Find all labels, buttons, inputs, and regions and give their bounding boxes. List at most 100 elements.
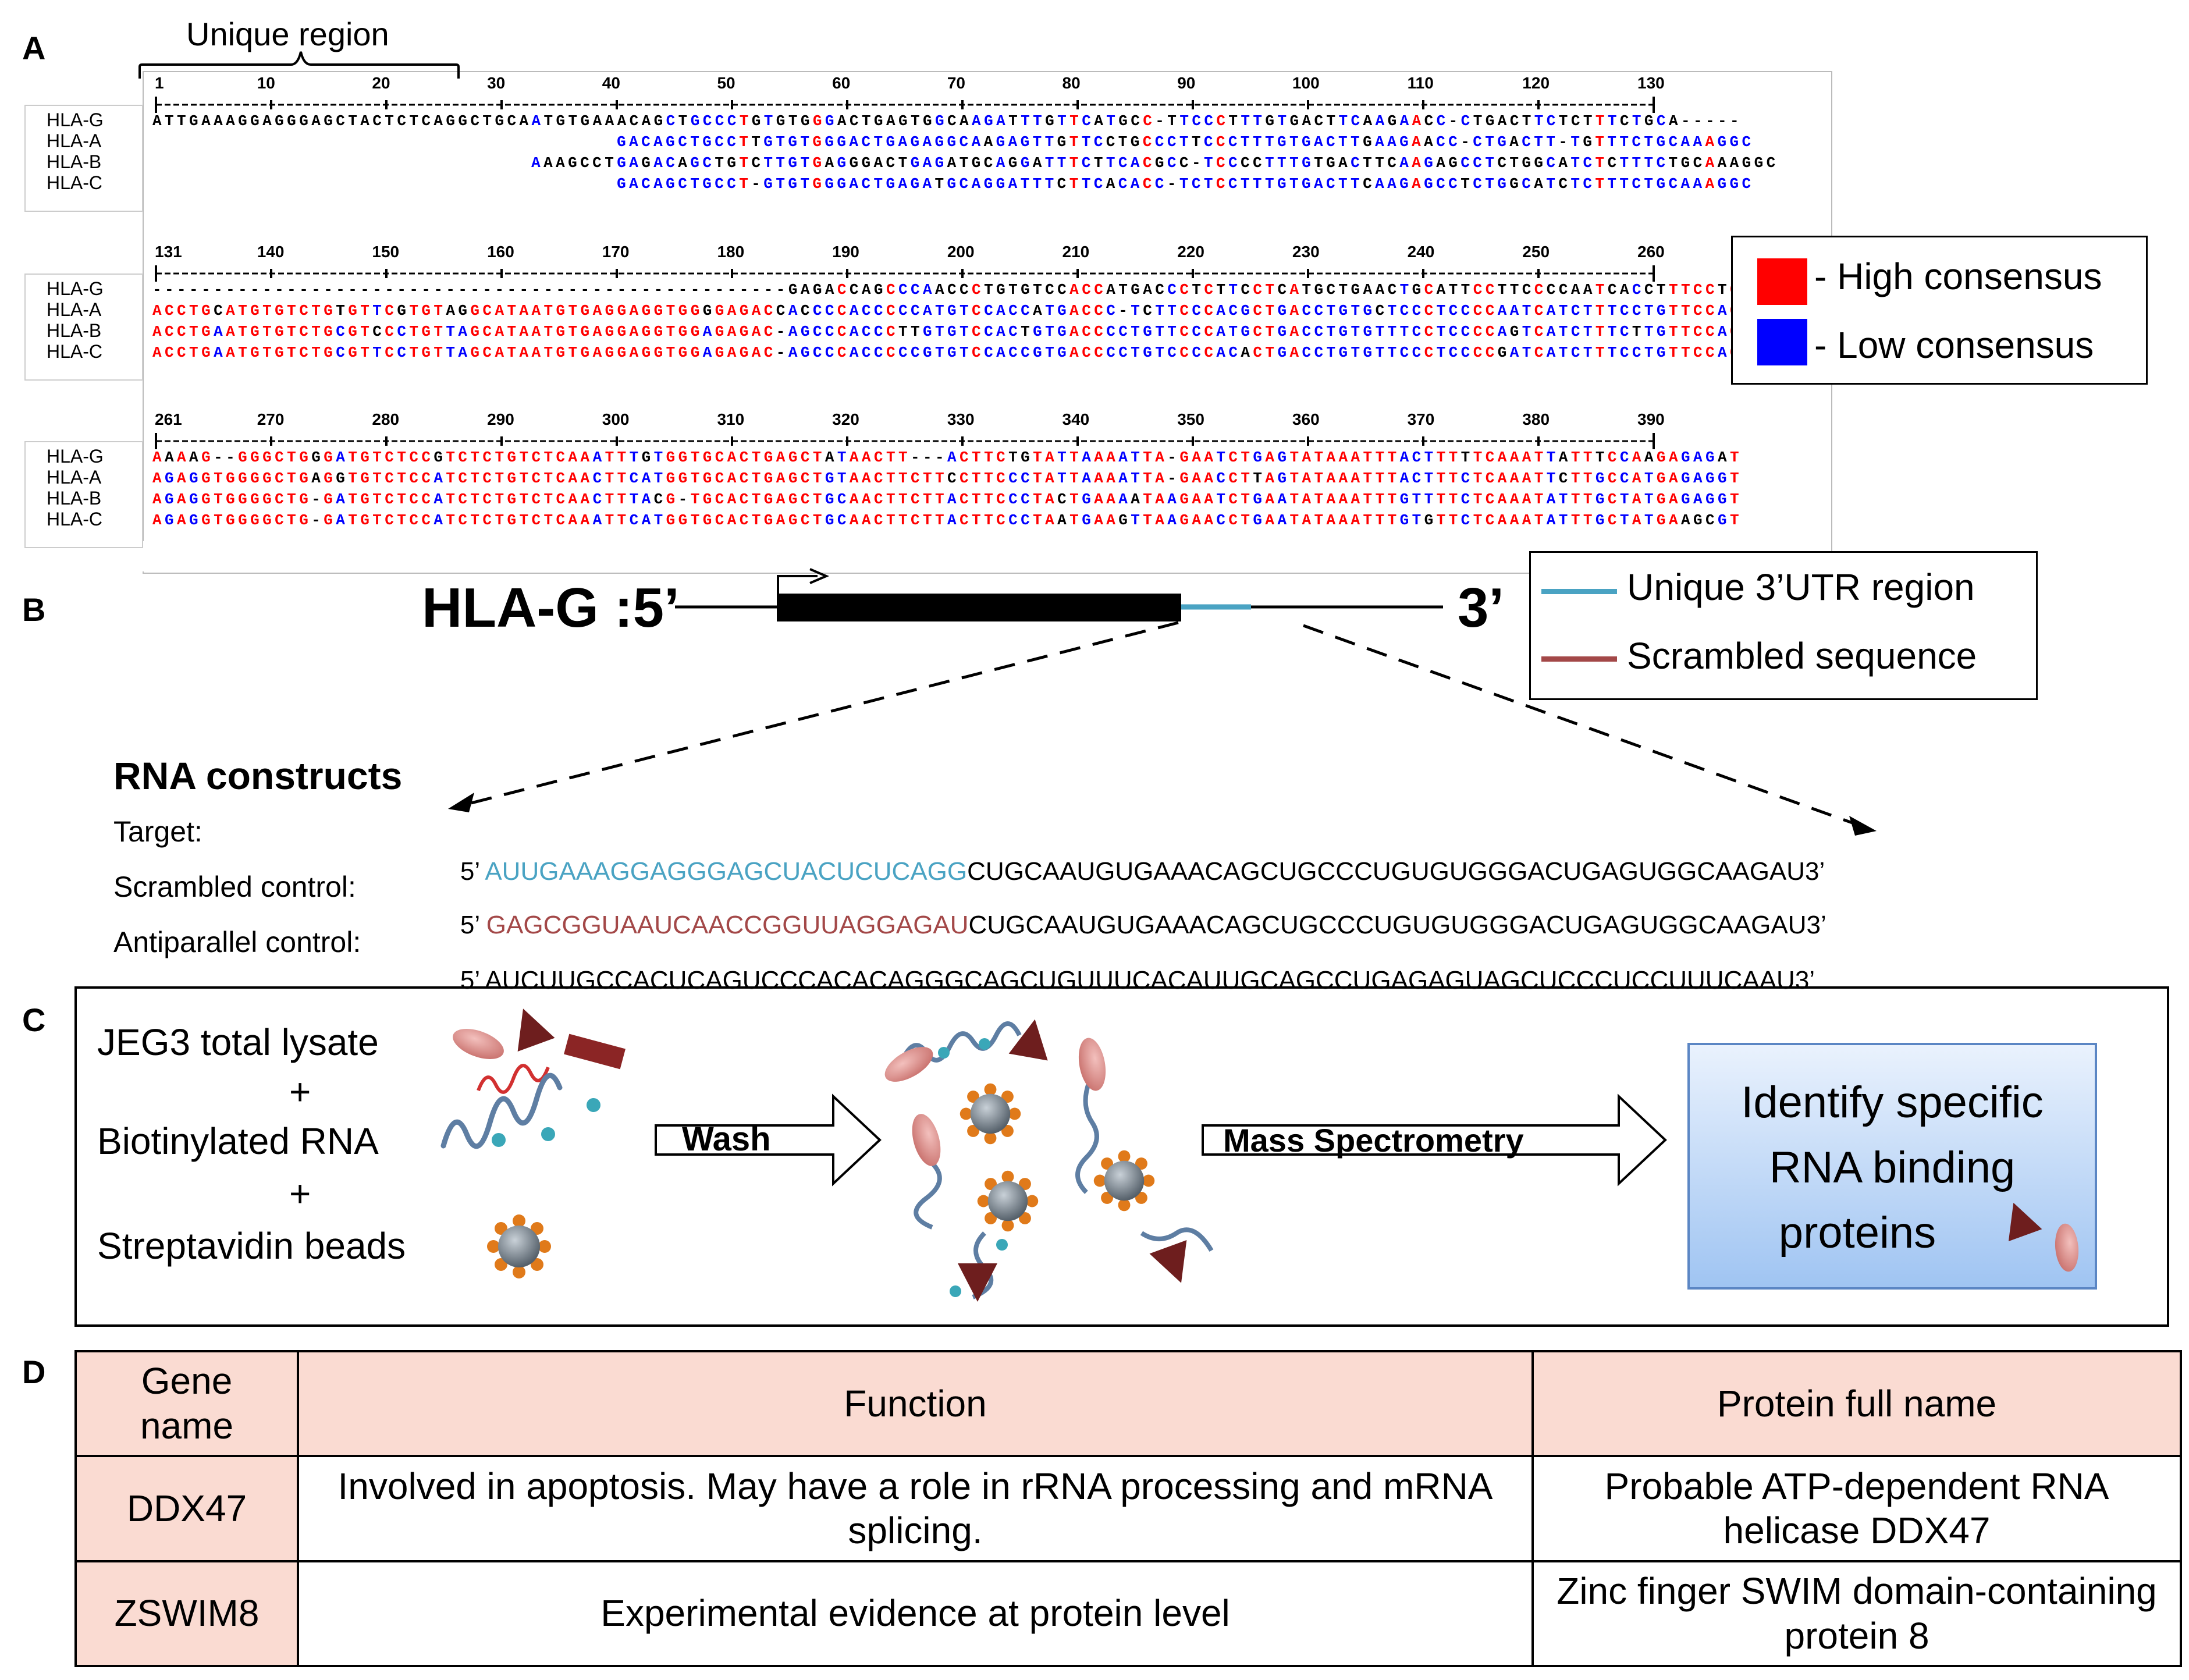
alignment-name-box (24, 105, 143, 212)
low-consensus-label: - Low consensus (1814, 324, 2094, 366)
sequence-name: HLA-C (47, 172, 103, 193)
result-box (1687, 1043, 2097, 1290)
result-text: Identify specific RNA binding proteins (1741, 1078, 2044, 1258)
biotinylated-rna-icon (440, 1072, 600, 1149)
ruler-tick-label: 270 (257, 410, 285, 428)
rna-bead-complexes (879, 1015, 1214, 1302)
ruler-tick-label: 180 (717, 243, 745, 261)
ruler-tick-label: 390 (1637, 410, 1665, 428)
unique-utr-label: Unique 3’UTR region (1627, 566, 1975, 608)
ruler-tick-label: 10 (257, 74, 275, 92)
wash-label: Wash (682, 1120, 771, 1158)
high-consensus-swatch (1757, 258, 1807, 305)
protein-cell: Probable ATP-dependent RNA helicase DDX4… (1531, 1455, 2182, 1562)
plus-1: + (289, 1071, 311, 1113)
streptavidin-bead-icon (487, 1214, 551, 1278)
gene-label: HLA-G :5’ (422, 577, 680, 639)
panel-label-c: C (22, 1001, 46, 1038)
ruler-tick-label: 120 (1522, 74, 1550, 92)
ruler-tick-label: 300 (602, 410, 630, 428)
construct-scrambled-label: Scrambled control: (113, 871, 356, 903)
sequence-row: GACAGCTGCCT-GTGTGGGACTGAGATGCAGGATTTCTTC… (617, 175, 1754, 193)
ruler-tick-label: 290 (487, 410, 514, 428)
ruler-tick-label: 20 (372, 74, 390, 92)
ruler-tick-label: 360 (1292, 410, 1320, 428)
workflow-graphics (440, 1001, 2097, 1302)
panel-label-d: D (22, 1354, 46, 1390)
ruler-tick-label: 100 (1292, 74, 1320, 92)
sequence-name: HLA-G (47, 278, 104, 299)
function-cell: Involved in apoptosis. May have a role i… (297, 1455, 1534, 1562)
ruler-tick-label: 240 (1407, 243, 1435, 261)
alignment-name-box (24, 274, 143, 381)
construct-target-label: Target: (113, 815, 202, 848)
sequence-name: HLA-G (47, 446, 104, 467)
ruler-tick-label: 370 (1407, 410, 1435, 428)
sequence-name: HLA-B (47, 320, 102, 341)
sequence-name: HLA-B (47, 151, 102, 172)
ruler-tick-label: 260 (1637, 243, 1665, 261)
unique-utr-swatch (1541, 589, 1617, 594)
ruler-tick-label: 280 (372, 410, 400, 428)
high-consensus-label: - High consensus (1814, 255, 2102, 297)
ruler-tick-label: 131 (155, 243, 182, 261)
ruler-tick-label: 30 (487, 74, 506, 92)
panel-c-workflow: JEG3 total lysate + Biotinylated RNA + S… (74, 986, 2169, 1327)
panel-label-b: B (22, 591, 46, 628)
header-protein: Protein full name (1531, 1349, 2182, 1458)
sequence-name: HLA-C (47, 341, 103, 362)
sequence-row: ATTGAAAGGAGGGAGCTACTCTCAGGCTGCAATGTGAAAC… (152, 112, 1743, 130)
consensus-legend: - High consensus - Low consensus (1731, 236, 2148, 385)
ruler-tick-label: 130 (1637, 74, 1665, 92)
rna-constructs-title: RNA constructs (113, 754, 403, 797)
ruler-tick-label: 210 (1062, 243, 1090, 261)
sequence-name: HLA-A (47, 130, 102, 151)
sequence-row: AGAGGTGGGGCTG-GATGTCTCCATCTCTGTCTCAACTTT… (152, 491, 1743, 508)
sequence-row: AAAGCCTGAGACAGCTGTCTTGTGAGGGACTGAGATGCAG… (531, 154, 1779, 172)
sequence-name: HLA-A (47, 467, 102, 488)
lysate-proteins-icon (449, 1001, 626, 1094)
protein-cell: Zinc finger SWIM domain-containing prote… (1531, 1560, 2182, 1668)
scrambled-label: Scrambled sequence (1627, 635, 1977, 677)
unique-region-label: Unique region (186, 16, 389, 52)
sequence-name: HLA-C (47, 509, 103, 530)
ruler-tick-label: 160 (487, 243, 514, 261)
construct-antiparallel-seq: 5’ AUCUUGCCACUCAGUCCCACACAGGGCAGCUGUUUCA… (460, 966, 1815, 994)
sequence-row: ACCTGAATGTGTCTGCGTCCCTGTTAGCATAATGTGAGGA… (152, 323, 1739, 340)
beads-label: Streptavidin beads (97, 1225, 406, 1267)
ruler-tick-label: 200 (947, 243, 975, 261)
ruler-line (155, 433, 1655, 449)
table-row: DDX47 Involved in apoptosis. May have a … (74, 1455, 2182, 1562)
sequence-name: HLA-G (47, 109, 104, 130)
alignment-frame (143, 71, 1832, 574)
sequence-name: HLA-A (47, 299, 102, 320)
ruler-tick-label: 310 (717, 410, 745, 428)
rna-label: Biotinylated RNA (97, 1120, 379, 1162)
function-cell: Experimental evidence at protein level (297, 1560, 1534, 1668)
ruler-tick-label: 80 (1062, 74, 1081, 92)
gene-cell: DDX47 (74, 1455, 299, 1562)
plus-2: + (289, 1173, 311, 1214)
ruler-tick-label: 70 (947, 74, 965, 92)
coding-exon (777, 594, 1181, 621)
ruler-tick-label: 110 (1407, 74, 1434, 92)
header-gene: Gene name (74, 1349, 299, 1458)
zoom-line-left (459, 621, 1179, 808)
sequence-row: GACAGCTGCCTTGTGTGGGACTGAGAGGCAAGAGTTGTTC… (617, 133, 1754, 151)
table-row: ZSWIM8 Experimental evidence at protein … (74, 1560, 2182, 1668)
ruler-tick-label: 330 (947, 410, 975, 428)
sequence-row: ACCTGCATGTGTCTGTGTTCGTGTAGGCATAATGTGAGGA… (152, 302, 1739, 319)
low-consensus-swatch (1757, 319, 1807, 365)
sequence-row: AGAGGTGGGGCTGAGGTGTCTCCATCTCTGTCTCAACTTC… (152, 470, 1743, 487)
lysate-label: JEG3 total lysate (97, 1021, 379, 1063)
gene-cell: ZSWIM8 (74, 1560, 299, 1668)
sequence-name: HLA-B (47, 488, 102, 509)
panel-label-a: A (22, 30, 46, 66)
ruler-tick-label: 140 (257, 243, 285, 261)
header-function: Function (297, 1349, 1534, 1458)
ruler-tick-label: 190 (832, 243, 859, 261)
wash-arrow (655, 1093, 882, 1187)
ruler-tick-label: 230 (1292, 243, 1320, 261)
ruler-tick-label: 150 (372, 243, 400, 261)
ruler-tick-label: 250 (1522, 243, 1550, 261)
